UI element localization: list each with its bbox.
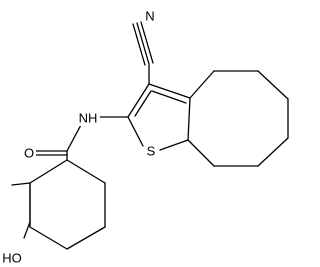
bond-hex-1: [66, 159, 106, 184]
bond-acid-c-o: [11, 182, 31, 186]
thiophene-s-label: S: [147, 144, 156, 159]
structure-diagram: N NH S O HO: [0, 8, 289, 266]
nitrile-triple-bond-c: [132, 23, 146, 66]
cyclooctane-ring: [187, 70, 289, 167]
bond-oct-3: [257, 70, 289, 100]
bond-hex-6: [29, 159, 68, 184]
bond-nh-carbonyl: [66, 122, 83, 152]
bond-oct-7: [187, 139, 215, 167]
nitrile-n-label: N: [145, 9, 154, 24]
nitrile-group: [132, 21, 154, 66]
atom-labels: N NH S O HO: [0, 8, 158, 266]
nitrile-triple-bond-b: [140, 21, 154, 64]
bond-c2-c3: [127, 83, 150, 118]
bond-c3a-c7a: [187, 97, 191, 141]
bond-c3-c3a-double: [151, 90, 187, 104]
bond-s-c2: [127, 116, 144, 147]
label-bg-ho: [0, 250, 24, 266]
cyclohexane-ring: [29, 159, 106, 250]
amide-linker: [35, 116, 129, 161]
carboxylic-acid: [11, 182, 31, 239]
bond-c2-c3-double: [134, 90, 152, 117]
amide-nh-label: NH: [79, 111, 98, 126]
bond-c7a-s: [159, 139, 189, 151]
nitrile-triple-bond-a: [136, 22, 150, 65]
bond-oct-1: [189, 70, 215, 99]
bond-acid-c-oh: [23, 221, 31, 239]
molecule-svg: N NH S O HO: [0, 8, 289, 266]
hydroxyl-label: HO: [2, 251, 22, 266]
thiophene-ring: [127, 64, 191, 151]
label-bg-s: [144, 143, 158, 159]
bond-hex-4: [29, 226, 68, 250]
label-bg-o: [22, 145, 36, 161]
bond-oct-5: [257, 137, 289, 167]
label-bg-nh: [76, 110, 100, 126]
carbonyl-o-label: O: [24, 146, 34, 161]
bond-c3-c3a: [148, 83, 191, 99]
bond-hex-3: [66, 226, 106, 250]
label-bg-n: [142, 8, 158, 24]
